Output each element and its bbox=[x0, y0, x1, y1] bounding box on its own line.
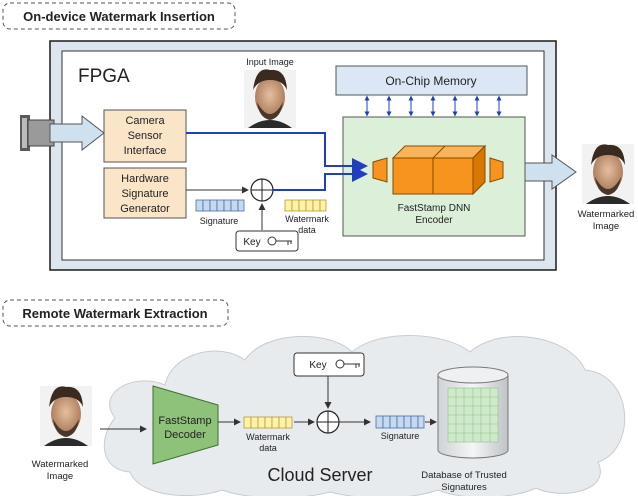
decoder-label-line1: FastStamp bbox=[158, 415, 211, 427]
camera-arrow bbox=[49, 114, 105, 152]
watermark-label-bottom-line2: data bbox=[259, 443, 277, 453]
camera-block-line2: Sensor bbox=[128, 130, 163, 142]
encoder-label-line2: Encoder bbox=[415, 215, 453, 226]
watermark-label-top-line1: Watermark bbox=[285, 214, 329, 224]
hardware-signature-generator-block bbox=[103, 167, 187, 219]
encoder-output-arrow bbox=[524, 154, 577, 190]
hw-block-line2: Signature bbox=[121, 188, 168, 200]
image-to-encoder-arrow bbox=[186, 132, 368, 174]
output-label-line1: Watermarked bbox=[578, 209, 635, 220]
watermark-cells-top bbox=[284, 199, 327, 212]
top-title: On-device Watermark Insertion bbox=[23, 9, 215, 24]
signature-cells-top bbox=[195, 199, 245, 212]
encoder-label-line1: FastStamp DNN bbox=[398, 203, 471, 214]
decoder-label-line2: Decoder bbox=[164, 429, 206, 441]
signature-label-bottom: Signature bbox=[381, 431, 420, 441]
hw-block-line1: Hardware bbox=[121, 173, 169, 185]
on-chip-memory-block bbox=[335, 65, 528, 96]
bottom-section: Remote Watermark Extraction Watermarked … bbox=[2, 299, 626, 496]
faststamp-decoder bbox=[152, 385, 219, 465]
key-box-bottom bbox=[293, 352, 365, 377]
database-label-line2: Signatures bbox=[441, 482, 487, 493]
key-icon-bottom bbox=[335, 359, 360, 369]
dnn-encoder-icon bbox=[372, 144, 504, 196]
camera-sensor-interface-block bbox=[103, 109, 187, 163]
input-image-label: Input Image bbox=[246, 57, 294, 67]
watermark-to-encoder-arrow bbox=[273, 166, 368, 191]
watermarked-image-face-icon-bottom bbox=[40, 386, 92, 446]
key-label-top: Key bbox=[243, 237, 260, 248]
bottom-title-box bbox=[2, 299, 229, 327]
signature-cells-bottom bbox=[375, 415, 425, 429]
bottom-input-label-line1: Watermarked bbox=[32, 459, 89, 470]
xor-operator-top bbox=[250, 178, 274, 202]
camera-block-line1: Camera bbox=[125, 115, 165, 127]
database-cylinder-icon bbox=[437, 366, 509, 459]
on-chip-memory-label: On-Chip Memory bbox=[385, 74, 476, 88]
watermark-cells-bottom bbox=[243, 416, 293, 429]
camera-block-line3: Interface bbox=[124, 145, 167, 157]
key-icon-top bbox=[267, 236, 292, 246]
database-label-line1: Database of Trusted bbox=[421, 470, 507, 481]
cloud-server-label: Cloud Server bbox=[267, 465, 372, 485]
camera-icon bbox=[20, 115, 55, 151]
input-image-face-icon bbox=[244, 69, 296, 128]
hw-block-line3: Generator bbox=[120, 203, 170, 215]
top-title-box bbox=[2, 2, 236, 30]
top-section: On-device Watermark Insertion FPGA Input… bbox=[2, 2, 635, 271]
key-label-bottom: Key bbox=[309, 360, 326, 371]
memory-bus bbox=[364, 95, 502, 117]
key-box-top bbox=[235, 230, 299, 252]
bottom-input-label-line2: Image bbox=[47, 471, 73, 482]
watermark-label-top-line2: data bbox=[298, 225, 316, 235]
output-label-line2: Image bbox=[593, 221, 619, 232]
watermarked-image-face-icon-top bbox=[582, 144, 634, 204]
signature-label-top: Signature bbox=[200, 216, 239, 226]
watermark-label-bottom-line1: Watermark bbox=[246, 432, 290, 442]
xor-operator-bottom bbox=[316, 410, 340, 434]
fpga-label: FPGA bbox=[78, 66, 130, 87]
bottom-title: Remote Watermark Extraction bbox=[22, 306, 207, 321]
